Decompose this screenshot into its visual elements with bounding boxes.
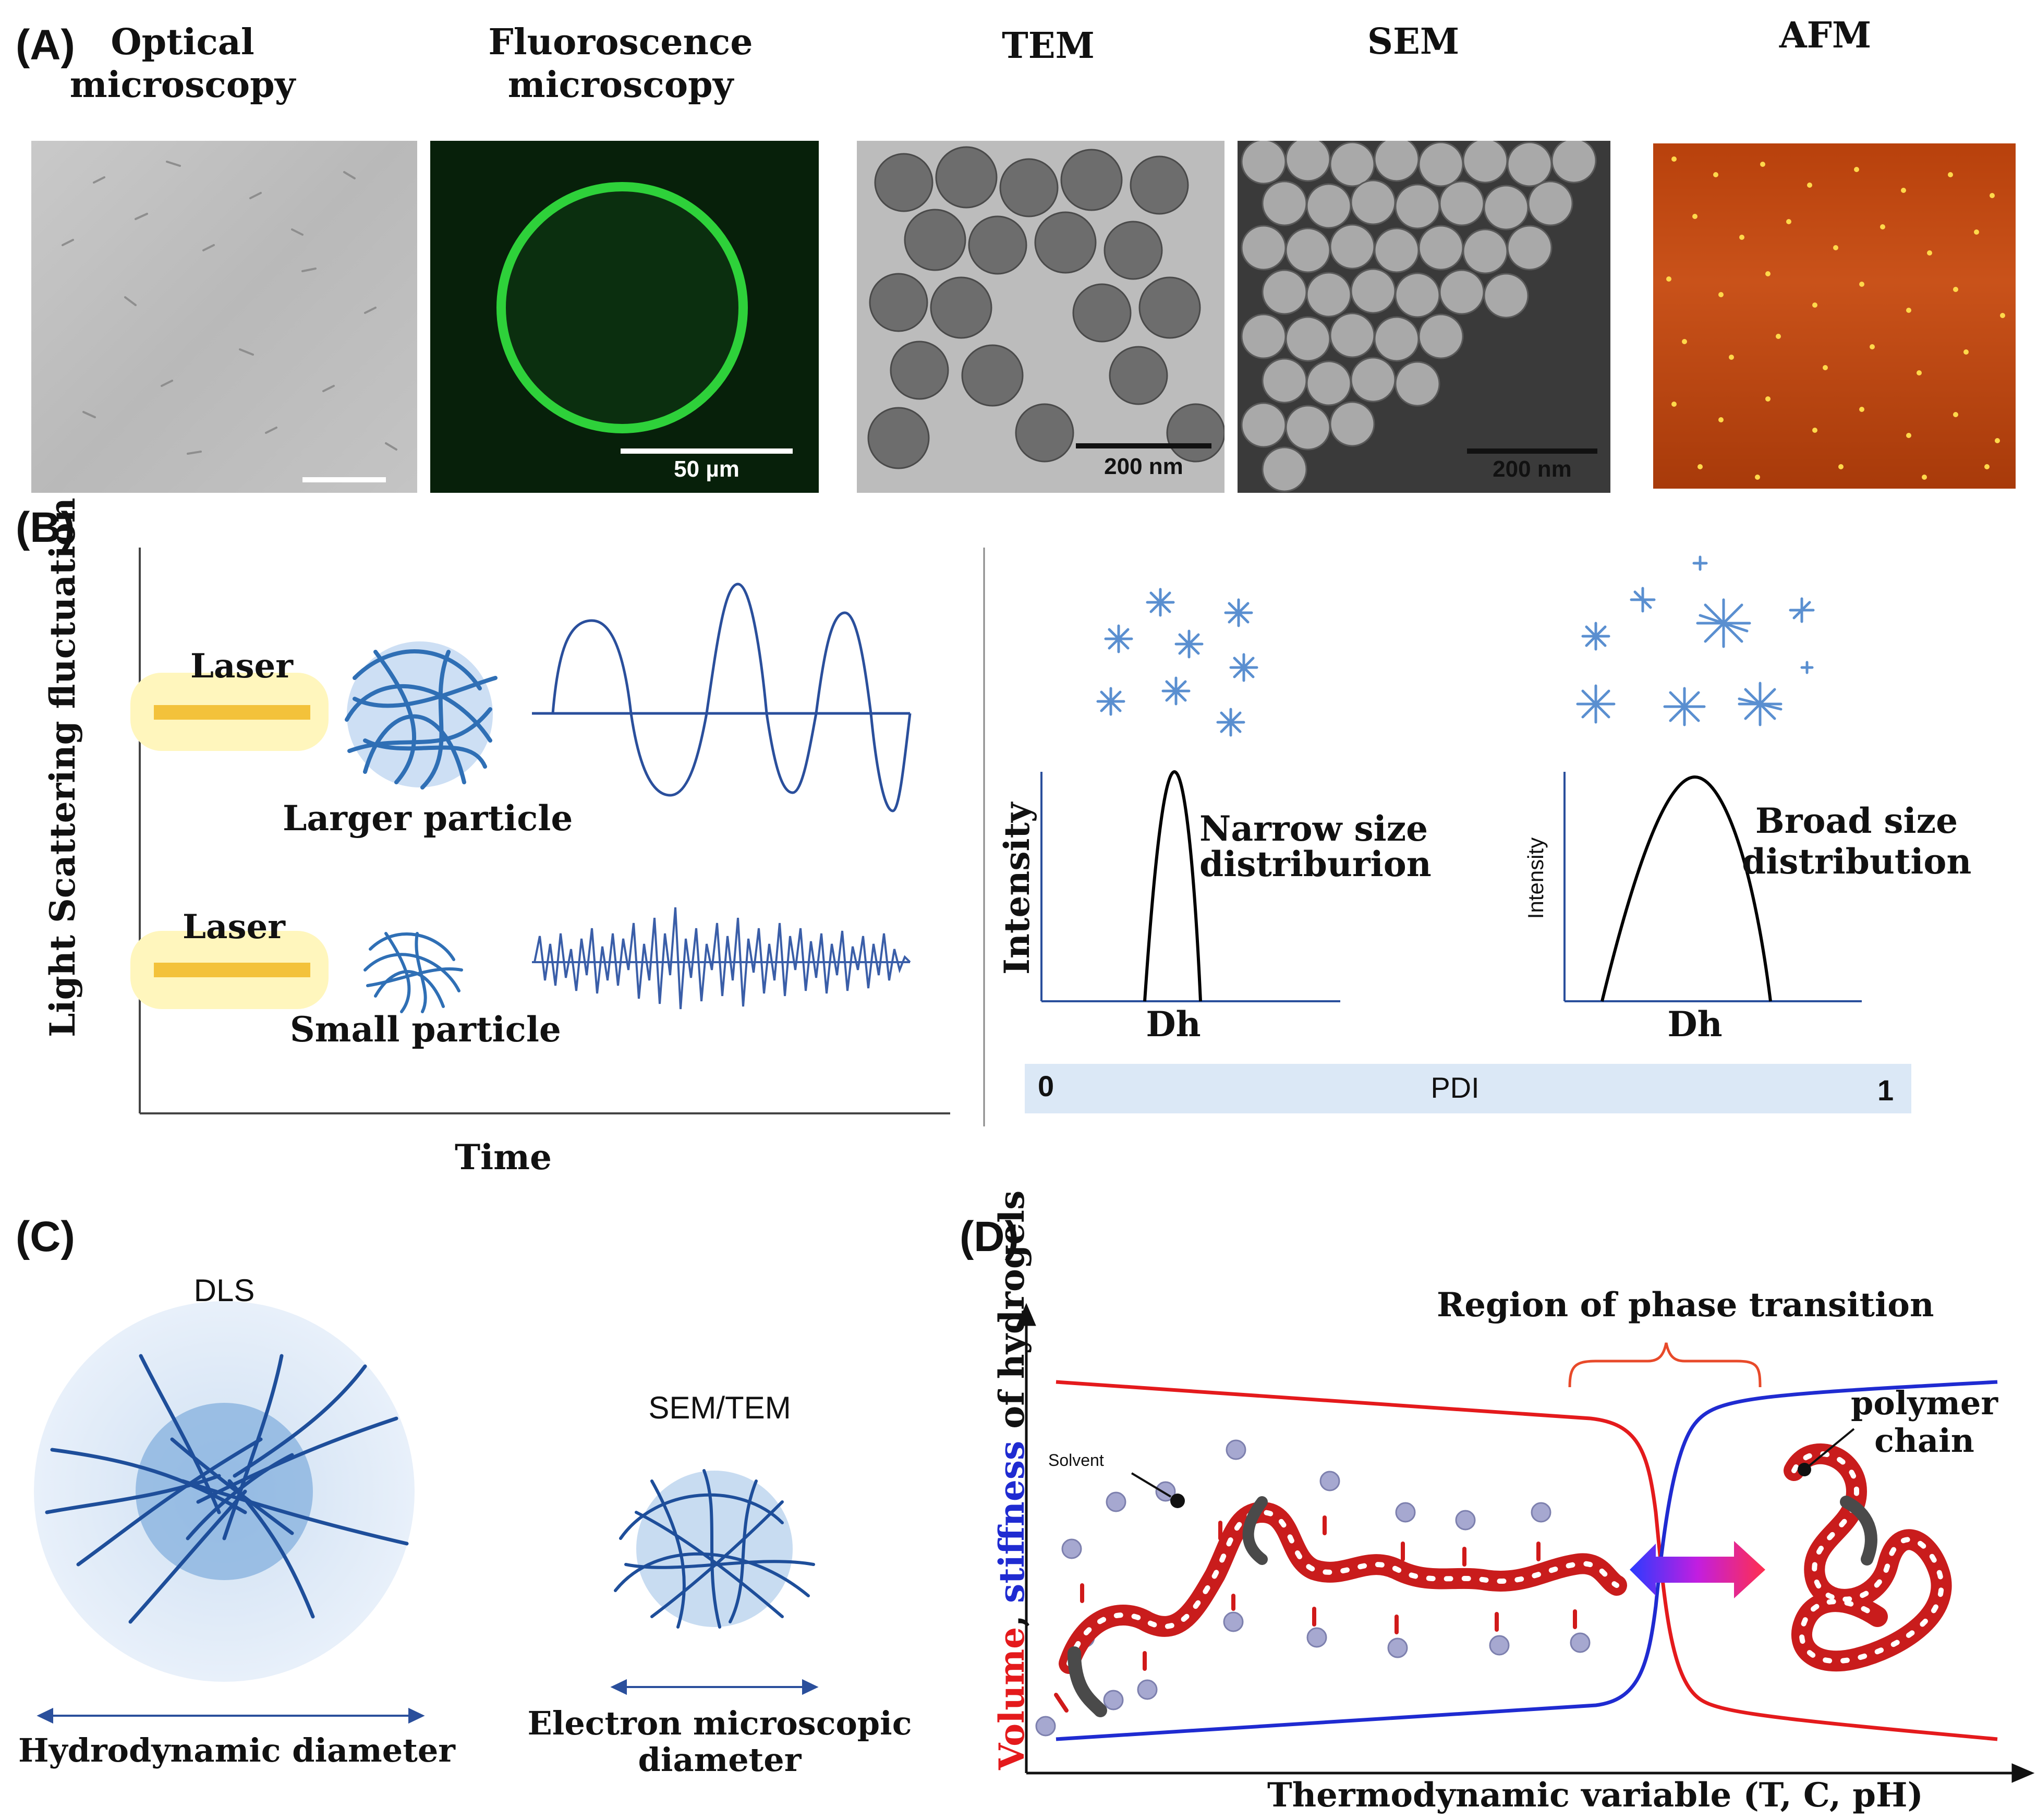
dls-label: DLS: [193, 1273, 255, 1308]
narrow-ylabel: Intensity: [997, 802, 1037, 975]
optical-speckles: [62, 161, 397, 455]
small-particle-label: Small particle: [290, 1009, 561, 1050]
small-particle-icon: [363, 932, 463, 1013]
semtem-particle-icon: [614, 1469, 815, 1629]
optical-scale-bar: [302, 477, 386, 482]
ylabel-volume: Volume: [991, 1627, 1032, 1770]
tem-scale-label: 200 nm: [1104, 454, 1183, 479]
electron-diameter-arrow: [610, 1679, 819, 1695]
fluorescence-scale-bar: [621, 448, 793, 454]
narrow-distribution-curve: [1143, 770, 1202, 1002]
ylabel-stiffness: stiffness: [991, 1440, 1032, 1603]
polymer-pointer: [1798, 1428, 1855, 1476]
ylabel-rest: of hydrogels: [991, 1190, 1032, 1441]
ylabel-sep: ,: [991, 1603, 1032, 1627]
narrow-label: Narrow size distriburion: [1199, 808, 1432, 884]
pdi-max: 1: [1877, 1074, 1894, 1107]
sem-micrograph: 200 nm: [1238, 141, 1610, 493]
panel-b-letter: (B): [16, 504, 75, 551]
broad-ylabel: Intensity: [1523, 837, 1548, 919]
broad-xlabel: Dh: [1667, 1004, 1723, 1045]
laser-top-icon: [130, 673, 329, 751]
stiffness-curve: [1056, 1380, 1998, 1741]
phase-axes: [1016, 1303, 2035, 1783]
sem-title: SEM: [1367, 21, 1460, 63]
fluorescent-vesicle: [496, 182, 748, 433]
tem-particles: [867, 146, 1224, 469]
narrow-xlabel: Dh: [1146, 1004, 1201, 1045]
tem-title: TEM: [1002, 25, 1095, 67]
light-scattering-ylabel: Light Scattering fluctuation: [42, 498, 83, 1037]
dls-particle-icon: [45, 1354, 409, 1624]
hydrodynamic-label: Hydrodynamic diameter: [18, 1731, 455, 1769]
laser-top-label: Laser: [190, 647, 293, 686]
sem-scale-label: 200 nm: [1493, 456, 1572, 482]
time-xlabel: Time: [454, 1137, 552, 1178]
solvent-bonds: [1054, 1515, 1577, 1713]
large-particle-signal: [532, 583, 912, 812]
tem-scale-bar: [1076, 443, 1211, 448]
fluorescence-title: Fluoroscence microscopy: [488, 21, 753, 106]
fluorescence-micrograph: 50 µm: [430, 141, 819, 493]
larger-particle-icon: [345, 641, 498, 790]
volume-curve: [1056, 1380, 1998, 1741]
afm-title: AFM: [1779, 15, 1872, 56]
larger-particle-label: Larger particle: [283, 798, 573, 839]
broad-label: Broad size distribution: [1742, 800, 1972, 882]
optical-micrograph: [31, 141, 417, 493]
broad-distribution-curve: [1600, 775, 1772, 1002]
phase-region-label: Region of phase transition: [1437, 1285, 1934, 1325]
solvent-label: Solvent: [1048, 1451, 1104, 1470]
solvent-pointer: [1131, 1472, 1185, 1508]
thermodynamic-xlabel: Thermodynamic variable (T, C, pH): [1267, 1776, 1923, 1815]
panel-d-letter: (D): [960, 1213, 1019, 1260]
sem-particles: [1241, 141, 1597, 492]
panel-c-letter: (C): [16, 1213, 75, 1260]
pdi-bar: [1025, 1064, 1911, 1113]
phase-region-brace: [1568, 1342, 1762, 1388]
light-scattering-axes: [139, 548, 950, 1114]
narrow-particles-icon: [1096, 588, 1258, 737]
extended-polymer-chain: [1059, 1496, 1627, 1717]
laser-bottom-icon: [130, 931, 329, 1009]
phase-transition-arrow: [1630, 1541, 1765, 1598]
collapsed-polymer-chain: [1784, 1443, 1952, 1672]
optical-title: Optical microscopy: [69, 21, 296, 106]
sem-scale-bar: [1467, 448, 1597, 454]
pdi-min: 0: [1038, 1070, 1054, 1102]
electron-diameter-label: Electron microscopic diameter: [527, 1704, 912, 1779]
broad-distribution-axes: [1563, 772, 1862, 1002]
narrow-distribution-axes: [1040, 772, 1340, 1002]
laser-bottom-label: Laser: [183, 907, 285, 947]
hydrodynamic-arrow: [37, 1707, 425, 1724]
broad-particles-icon: [1576, 555, 1815, 726]
tem-micrograph: 200 nm: [857, 141, 1224, 493]
panel-a-letter: (A): [16, 21, 75, 69]
afm-micrograph: [1653, 143, 2016, 489]
polymer-chain-label: polymer chain: [1851, 1384, 1998, 1460]
hydrogel-ylabel: Volume, stiffness of hydrogels: [991, 1191, 1032, 1770]
semtem-label: SEM/TEM: [648, 1390, 791, 1425]
fluorescence-scale-label: 50 µm: [674, 456, 739, 482]
afm-dots: [1666, 156, 2005, 480]
pdi-label: PDI: [1430, 1071, 1480, 1104]
small-particle-signal: [532, 907, 911, 1010]
solvent-molecules: [1035, 1439, 1591, 1737]
